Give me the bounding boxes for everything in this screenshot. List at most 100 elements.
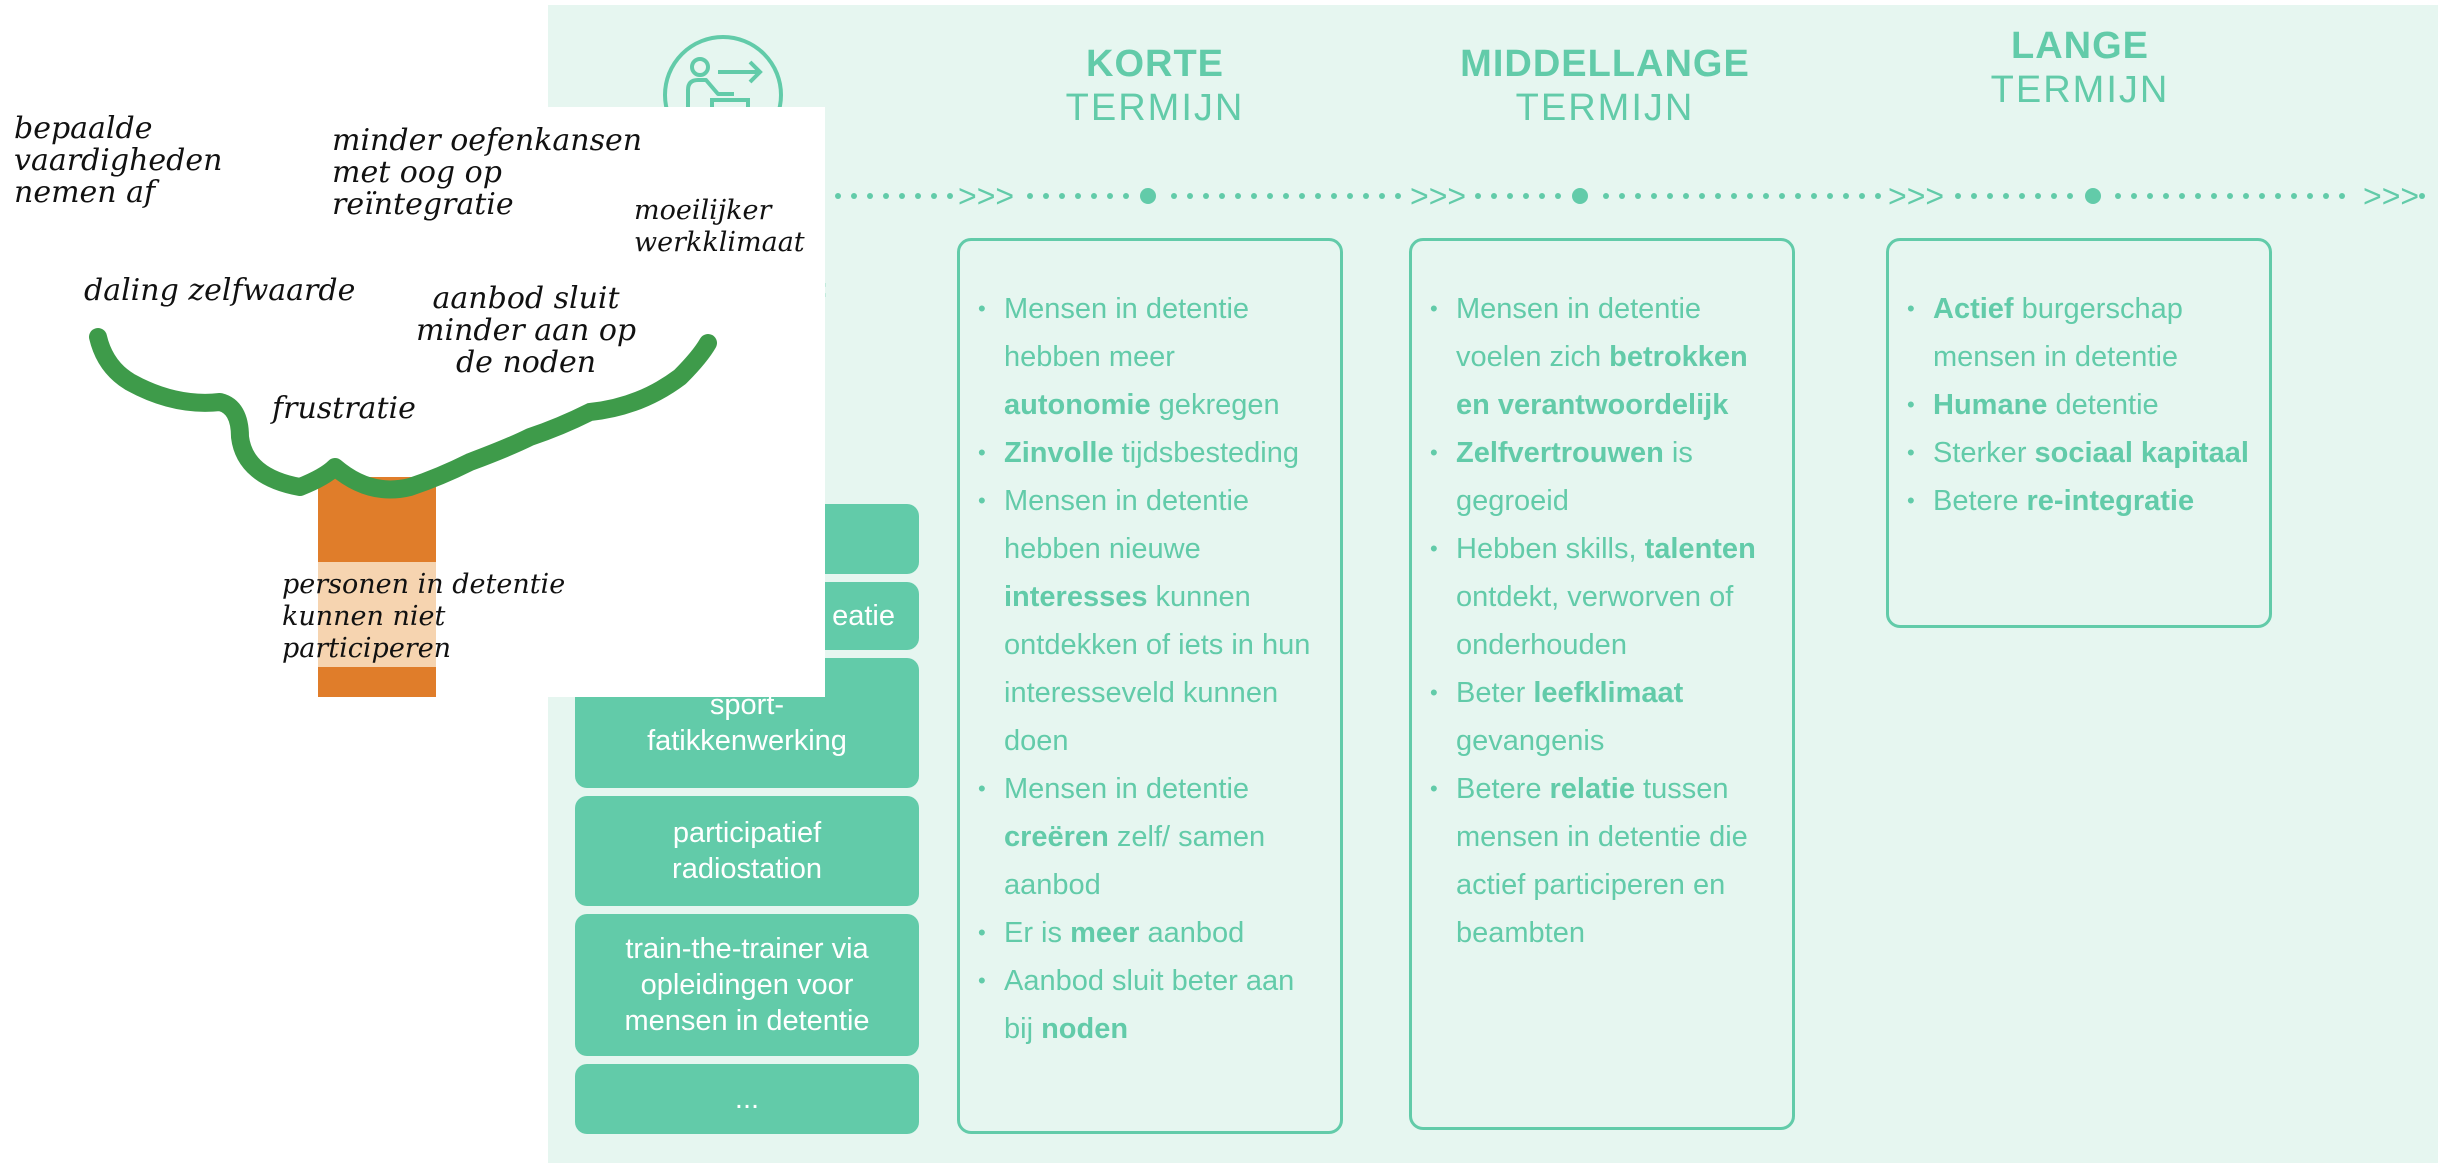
outcome-item: Sterker sociaal kapitaal xyxy=(1889,429,2253,477)
timeline-dot xyxy=(1171,193,1177,199)
problem-tree-sketch: bepaalde vaardigheden nemen af minder oe… xyxy=(0,107,825,697)
timeline-dot xyxy=(1315,193,1321,199)
timeline-dot xyxy=(2259,193,2265,199)
outcome-item: Actief burgerschap mensen in detentie xyxy=(1889,285,2253,381)
timeline-dot xyxy=(1203,193,1209,199)
activity-box: participatief radiostation xyxy=(575,796,919,906)
timeline-dot xyxy=(883,193,889,199)
timeline-dot xyxy=(1683,193,1689,199)
outcome-item: Beter leefklimaat gevangenis xyxy=(1412,669,1776,765)
activity-label: ... xyxy=(734,1083,760,1115)
timeline-dot xyxy=(1251,193,1257,199)
timeline-dot xyxy=(867,193,873,199)
timeline-dot xyxy=(2051,193,2057,199)
outcome-item: Betere re-integratie xyxy=(1889,477,2253,525)
outcome-item: Mensen in detentie hebben meer autonomie… xyxy=(960,285,1324,429)
timeline-dot xyxy=(947,193,953,199)
tree-branch xyxy=(89,328,717,499)
trunk-label-band xyxy=(318,562,436,667)
header-korte-strong: KORTE xyxy=(1086,43,1224,85)
timeline-dot xyxy=(2131,193,2137,199)
timeline-dot xyxy=(1763,193,1769,199)
timeline-dot xyxy=(2307,193,2313,199)
timeline-dot xyxy=(1219,193,1225,199)
note-werkklimaat: moeilijker werkklimaat xyxy=(634,195,805,258)
timeline-dot xyxy=(899,193,905,199)
timeline-dot xyxy=(1027,193,1033,199)
note-vaardigheden: bepaalde vaardigheden nemen af xyxy=(14,111,223,210)
timeline-dot xyxy=(1859,193,1865,199)
timeline-dot xyxy=(1475,193,1481,199)
timeline-dot xyxy=(1395,193,1401,199)
timeline-dot xyxy=(1651,193,1657,199)
timeline-dot xyxy=(2339,193,2345,199)
outcomes-korte-termijn: Mensen in detentie hebben meer autonomie… xyxy=(957,238,1343,1134)
timeline-dot xyxy=(1667,193,1673,199)
timeline-dot xyxy=(1491,193,1497,199)
outcome-item: Aanbod sluit beter aan bij noden xyxy=(960,957,1324,1053)
timeline-milestone xyxy=(1140,188,1156,204)
timeline-dot xyxy=(1875,193,1881,199)
timeline-dot xyxy=(2323,193,2329,199)
timeline-arrows: >>> xyxy=(1410,178,1466,214)
outcomes-lange-termijn: Actief burgerschap mensen in detentieHum… xyxy=(1886,238,2272,628)
outcome-item: Betere relatie tussen mensen in detentie… xyxy=(1412,765,1776,957)
timeline-dot xyxy=(1187,193,1193,199)
outcome-item: Hebben skills, talenten ontdekt, verworv… xyxy=(1412,525,1776,669)
timeline-dot xyxy=(2019,193,2025,199)
timeline-dot xyxy=(1235,193,1241,199)
header-korte-termijn: KORTE TERMIJN xyxy=(1040,42,1270,130)
timeline-dot xyxy=(1331,193,1337,199)
timeline-dot xyxy=(2035,193,2041,199)
timeline-dot xyxy=(1347,193,1353,199)
timeline-dot xyxy=(1747,193,1753,199)
header-korte-light: TERMIJN xyxy=(1065,87,1245,129)
timeline-dot xyxy=(1715,193,1721,199)
timeline-dot xyxy=(1507,193,1513,199)
timeline-dot xyxy=(2211,193,2217,199)
timeline-dot xyxy=(1635,193,1641,199)
timeline-arrows: >>> xyxy=(1888,178,1944,214)
timeline-dot xyxy=(2275,193,2281,199)
timeline-dot xyxy=(1955,193,1961,199)
timeline-dot xyxy=(2067,193,2073,199)
timeline-dot xyxy=(2195,193,2201,199)
timeline-milestone xyxy=(2085,188,2101,204)
timeline-dot xyxy=(2179,193,2185,199)
note-personen: personen in detentie kunnen niet partici… xyxy=(282,569,566,664)
timeline-dot xyxy=(1523,193,1529,199)
outcomes-middellange-termijn: Mensen in detentie voelen zich betrokken… xyxy=(1409,238,1795,1130)
outcome-item: Zelfvertrouwen is gegroeid xyxy=(1412,429,1776,525)
activity-box: ... xyxy=(575,1064,919,1134)
note-oefenkansen: minder oefenkansen met oog op reïntegrat… xyxy=(332,123,643,222)
timeline-dot xyxy=(2147,193,2153,199)
header-lange-light: TERMIJN xyxy=(1990,69,2170,111)
outcome-item: Humane detentie xyxy=(1889,381,2253,429)
activity-label: sport- fatikkenwerking xyxy=(647,689,847,757)
timeline-dot xyxy=(1843,193,1849,199)
timeline-dot xyxy=(1795,193,1801,199)
timeline-dot xyxy=(1107,193,1113,199)
timeline-dot xyxy=(1283,193,1289,199)
timeline-dot xyxy=(1619,193,1625,199)
timeline-dot xyxy=(1987,193,1993,199)
timeline-dot xyxy=(1123,193,1129,199)
timeline: >>>>>>>>>>>> xyxy=(835,178,2425,214)
timeline-dot xyxy=(1779,193,1785,199)
outcome-item: Zinvolle tijdsbesteding xyxy=(960,429,1324,477)
timeline-dot xyxy=(1539,193,1545,199)
header-middellange-termijn: MIDDELLANGE TERMIJN xyxy=(1440,42,1770,130)
note-aanbod: aanbod sluit minder aan op de noden xyxy=(416,281,637,380)
timeline-dot xyxy=(851,193,857,199)
timeline-dot xyxy=(1379,193,1385,199)
timeline-arrows: >>> xyxy=(2363,178,2419,214)
timeline-dot xyxy=(1363,193,1369,199)
timeline-dot xyxy=(1059,193,1065,199)
timeline-dot xyxy=(2291,193,2297,199)
header-lange-termijn: LANGE TERMIJN xyxy=(1960,24,2200,112)
timeline-dot xyxy=(931,193,937,199)
header-lange-strong: LANGE xyxy=(2011,25,2149,67)
note-frustratie: frustratie xyxy=(272,391,416,426)
timeline-dot xyxy=(1699,193,1705,199)
timeline-dot xyxy=(1043,193,1049,199)
